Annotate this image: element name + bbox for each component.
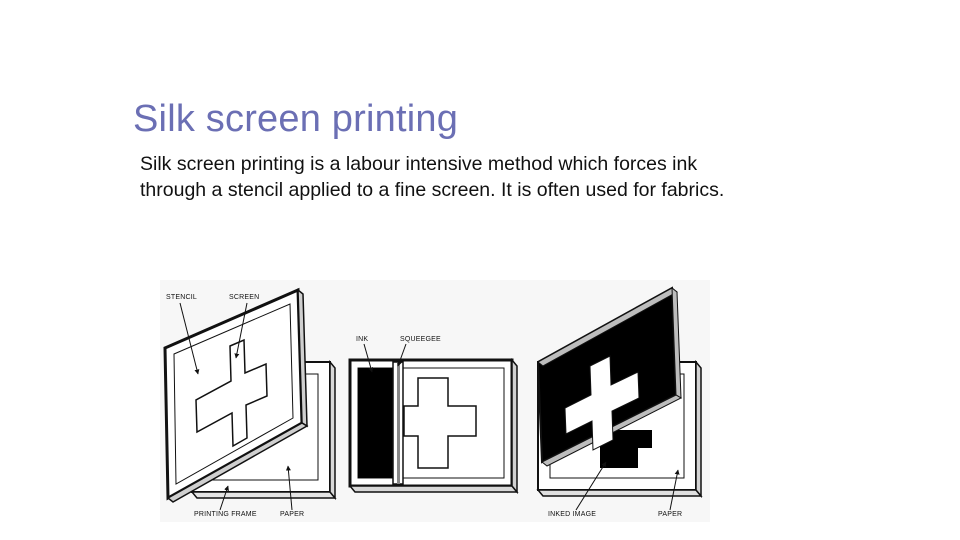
squeegee <box>392 361 404 485</box>
arrow-paper-1 <box>285 465 293 511</box>
arrow-paper-3 <box>669 469 680 511</box>
lifted-screen <box>536 286 683 467</box>
silk-screen-diagram-drawing: STENCIL SCREEN PRINTING FRAME PAPER <box>163 286 703 518</box>
ink-area <box>358 368 402 478</box>
slide-body-text: Silk screen printing is a labour intensi… <box>140 153 725 201</box>
label-screen: SCREEN <box>229 294 259 301</box>
label-ink: INK <box>356 336 368 343</box>
panel-inked-image: INKED IMAGE PAPER <box>536 286 703 518</box>
arrow-squeegee <box>397 343 407 367</box>
arrow-ink <box>363 343 374 373</box>
arrow-printing-frame <box>219 485 229 511</box>
label-paper-3: PAPER <box>658 511 682 518</box>
arrow-inked-image <box>575 461 607 511</box>
label-paper-1: PAPER <box>280 511 304 518</box>
screen-frame <box>163 287 309 503</box>
panel-stencil-and-screen: STENCIL SCREEN PRINTING FRAME PAPER <box>163 287 337 518</box>
label-stencil: STENCIL <box>166 294 197 301</box>
panel-ink-and-squeegee: INK SQUEEGEE <box>348 336 519 495</box>
screen-cross-opening <box>564 355 640 451</box>
silk-screen-diagram: STENCIL SCREEN PRINTING FRAME PAPER <box>160 280 710 522</box>
slide-title: Silk screen printing <box>133 98 459 140</box>
arrow-screen <box>234 302 248 359</box>
arrow-stencil <box>179 302 200 375</box>
label-squeegee: SQUEEGEE <box>400 336 441 343</box>
printed-cross-shape <box>403 377 477 469</box>
stencil-cross-shape <box>195 338 268 448</box>
label-inked-image: INKED IMAGE <box>548 511 596 518</box>
label-printing-frame: PRINTING FRAME <box>194 511 257 518</box>
